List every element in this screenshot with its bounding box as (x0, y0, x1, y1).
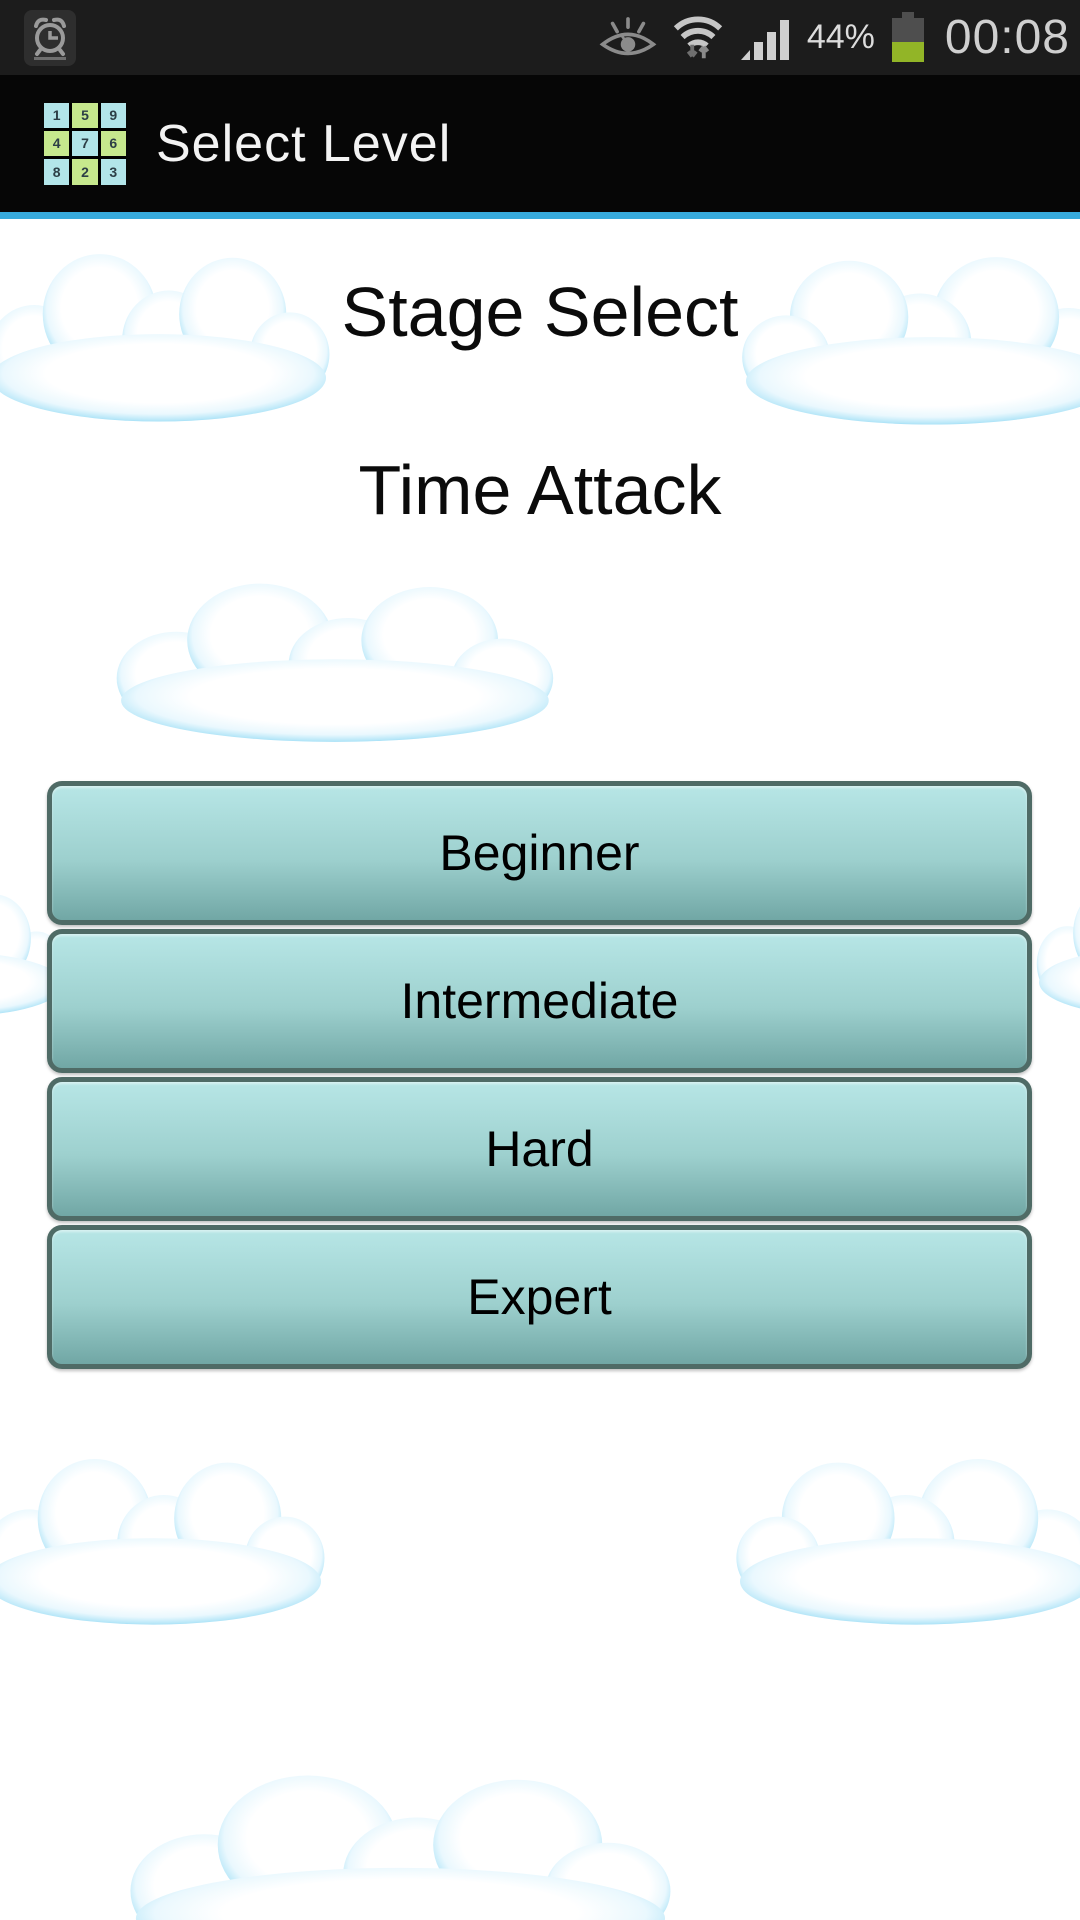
app-icon-cell: 9 (100, 102, 126, 128)
heading-time-attack: Time Attack (358, 451, 722, 529)
battery-icon (889, 11, 927, 64)
signal-strength-icon (739, 14, 793, 62)
cloud-decoration (116, 583, 554, 742)
app-icon-cell: 7 (72, 130, 98, 157)
app-icon-cell: 5 (72, 102, 98, 128)
button-intermediate[interactable]: Intermediate (47, 929, 1032, 1073)
button-hard[interactable]: Hard (47, 1077, 1032, 1221)
wifi-data-icon (671, 12, 725, 64)
cloud-decoration (736, 1459, 1080, 1625)
cloud-decoration (0, 1459, 325, 1625)
app-icon-cell: 3 (100, 159, 126, 185)
alarm-icon (24, 9, 76, 66)
status-bar-left (10, 9, 76, 66)
app-icon[interactable]: 1 5 9 4 7 6 8 2 3 (44, 102, 126, 185)
clock-label: 00:08 (944, 11, 1070, 64)
app-icon-cell: 8 (44, 159, 70, 185)
page-title: Select Level (156, 114, 452, 173)
button-beginner[interactable]: Beginner (47, 781, 1032, 925)
app-icon-cell: 1 (44, 102, 70, 128)
app-icon-cell: 2 (72, 159, 98, 185)
app-icon-cell: 4 (44, 130, 70, 157)
button-expert[interactable]: Expert (47, 1225, 1032, 1369)
heading-stage-select: Stage Select (341, 273, 739, 351)
status-bar-right: 44% 00:08 (599, 10, 1070, 65)
smart-stay-eye-icon (599, 16, 657, 59)
status-bar: 44% 00:08 (0, 0, 1080, 75)
accent-divider (0, 212, 1080, 219)
cloud-decoration (130, 1775, 671, 1920)
app-icon-cell: 6 (100, 130, 126, 157)
battery-percent-label: 44% (806, 18, 875, 56)
action-bar: 1 5 9 4 7 6 8 2 3 Select Level (0, 75, 1080, 212)
